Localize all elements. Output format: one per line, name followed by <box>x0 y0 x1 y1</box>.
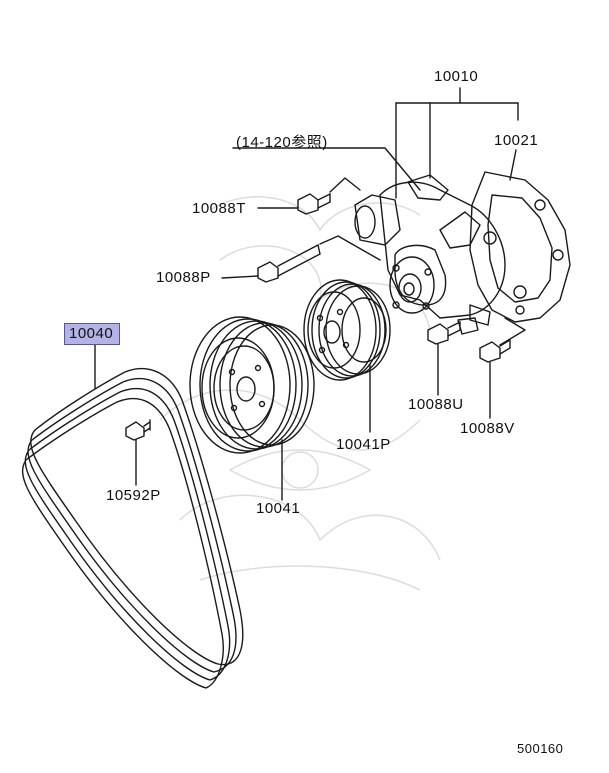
diagram-id: 500160 <box>517 741 564 756</box>
pulley-10041p <box>303 279 391 433</box>
leader-10088p <box>221 275 259 279</box>
v-belt <box>22 344 244 689</box>
pulley-10041 <box>189 316 315 501</box>
leader-10021 <box>509 149 517 181</box>
label-10088t[interactable]: 10088T <box>192 200 246 217</box>
label-10040[interactable]: 10040 <box>64 323 121 345</box>
label-reference-note: (14-120参照) <box>236 134 328 151</box>
bolt-10088t <box>297 177 361 215</box>
label-10088p[interactable]: 10088P <box>156 269 211 286</box>
label-10088u[interactable]: 10088U <box>408 396 464 413</box>
bolt-10088p <box>257 235 381 283</box>
leader-10010 <box>395 87 519 199</box>
label-10021[interactable]: 10021 <box>494 132 539 149</box>
bolt-10088v <box>479 317 526 419</box>
label-10088v[interactable]: 10088V <box>460 420 515 437</box>
gasket <box>469 171 571 323</box>
label-10041p[interactable]: 10041P <box>336 436 391 453</box>
label-10592p[interactable]: 10592P <box>106 487 161 504</box>
bolt-10592p <box>125 419 151 486</box>
leader-reference <box>232 147 421 191</box>
water-pump <box>354 174 527 335</box>
label-10010[interactable]: 10010 <box>434 68 479 85</box>
bolt-10088u <box>427 321 461 396</box>
label-10041[interactable]: 10041 <box>256 500 301 517</box>
